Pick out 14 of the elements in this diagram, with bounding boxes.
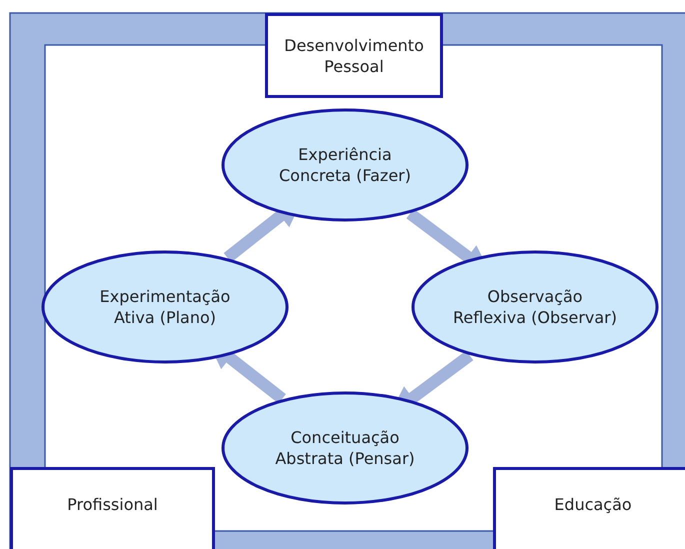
context-box [493,467,685,549]
node-label: Profissional [67,494,158,515]
stage-ellipse [221,391,469,505]
node-label: Conceituação Abstrata (Pensar) [274,427,416,469]
stage-ellipse [411,250,659,364]
node-label: Desenvolvimento Pessoal [283,34,425,76]
context-box [10,467,215,549]
stage-ellipse [41,250,289,364]
node-label: Educação [554,494,632,515]
context-box [265,13,443,98]
node-label: Observação Reflexiva (Observar) [452,286,618,328]
node-label: Experimentação Ativa (Plano) [98,286,232,328]
node-label: Experiência Concreta (Fazer) [278,144,412,186]
stage-ellipse [221,108,469,222]
